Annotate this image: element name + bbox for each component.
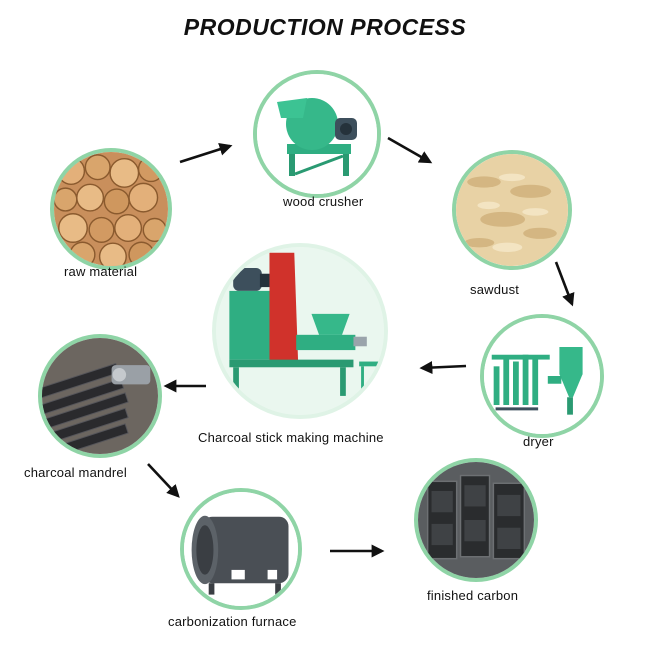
finished-carbon-label: finished carbon	[427, 588, 519, 603]
charcoal-mandrel-image	[38, 334, 162, 458]
wood-crusher-label: wood crusher	[283, 194, 364, 209]
charcoal-stick-making-machine-label: Charcoal stick making machine	[198, 430, 384, 445]
charcoal-stick-making-machine-image	[212, 243, 388, 419]
finished-carbon-image	[414, 458, 538, 582]
charcoal-mandrel-label: charcoal mandrel	[24, 465, 127, 480]
raw-material-image	[50, 148, 172, 270]
dryer-label: dryer	[523, 434, 554, 449]
carbonization-furnace-image	[180, 488, 302, 610]
carbonization-furnace-label: carbonization furnace	[168, 614, 297, 629]
dryer-image	[480, 314, 604, 438]
sawdust-image	[452, 150, 572, 270]
arrow-crusher-to-sawdust	[387, 136, 433, 164]
arrow-raw-to-crusher	[179, 142, 233, 164]
wood-crusher-image	[253, 70, 381, 198]
arrow-dryer-to-machine	[419, 361, 467, 375]
arrow-mandrel-to-furnace	[147, 463, 180, 498]
arrow-sawdust-to-dryer	[554, 261, 575, 307]
page-title: PRODUCTION PROCESS	[183, 14, 467, 40]
raw-material-label: raw material	[64, 264, 138, 279]
sawdust-label: sawdust	[470, 282, 520, 297]
